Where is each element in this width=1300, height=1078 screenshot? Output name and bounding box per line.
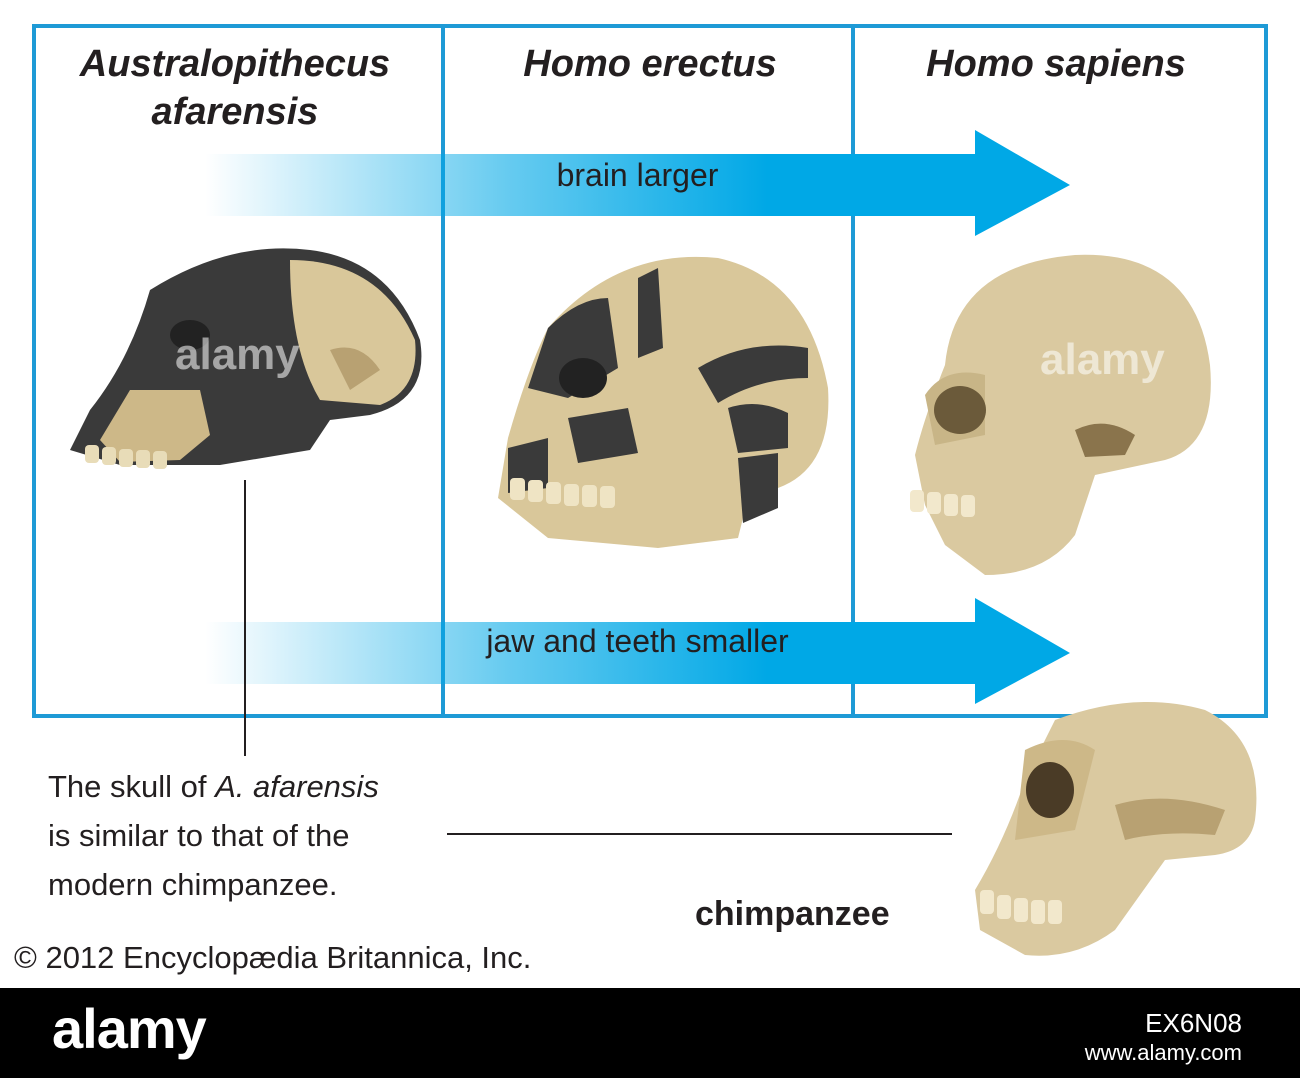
watermark-text: alamy <box>175 330 300 379</box>
watermark-text: alamy <box>1040 335 1165 384</box>
caption-line2: is similar to that of the <box>48 818 350 853</box>
species-title-line1: Homo erectus <box>523 43 777 85</box>
chimpanzee-label: chimpanzee <box>695 895 890 933</box>
homo-sapiens-skull-illustration <box>910 254 1211 575</box>
species-title-homo-erectus: Homo erectus <box>450 40 850 88</box>
footer-bar: alamy EX6N08 www.alamy.com <box>0 988 1300 1078</box>
australopithecus-skull-illustration <box>70 248 422 469</box>
comparison-panel-frame <box>32 24 1268 718</box>
caption-text: The skull of <box>48 769 216 804</box>
panel-divider-2 <box>851 24 855 718</box>
jaw-teeth-smaller-label: jaw and teeth smaller <box>486 623 789 659</box>
brain-larger-label: brain larger <box>556 157 719 193</box>
chimpanzee-skull-illustration <box>975 702 1257 956</box>
panel-divider-1 <box>441 24 445 718</box>
caption-line3: modern chimpanzee. <box>48 867 338 902</box>
species-title-line1: Homo sapiens <box>926 43 1186 85</box>
image-id: EX6N08 <box>1145 1008 1242 1038</box>
copyright-notice: © 2012 Encyclopædia Britannica, Inc. <box>14 940 532 975</box>
jaw-teeth-smaller-arrow <box>205 598 1070 704</box>
species-title-line2: afarensis <box>151 91 319 133</box>
comparison-caption: The skull of A. afarensis is similar to … <box>48 762 379 909</box>
species-title-line1: Australopithecus <box>79 43 391 85</box>
homo-erectus-skull-illustration <box>498 256 829 548</box>
caption-species-italic: A. afarensis <box>215 769 379 804</box>
brain-larger-arrow <box>205 130 1070 236</box>
species-title-homo-sapiens: Homo sapiens <box>856 40 1256 88</box>
caption-line1: The skull of A. afarensis <box>48 762 379 811</box>
footer-url: www.alamy.com <box>1084 1040 1242 1065</box>
alamy-logo: alamy <box>52 997 207 1060</box>
species-title-australopithecus: Australopithecus afarensis <box>40 40 430 136</box>
